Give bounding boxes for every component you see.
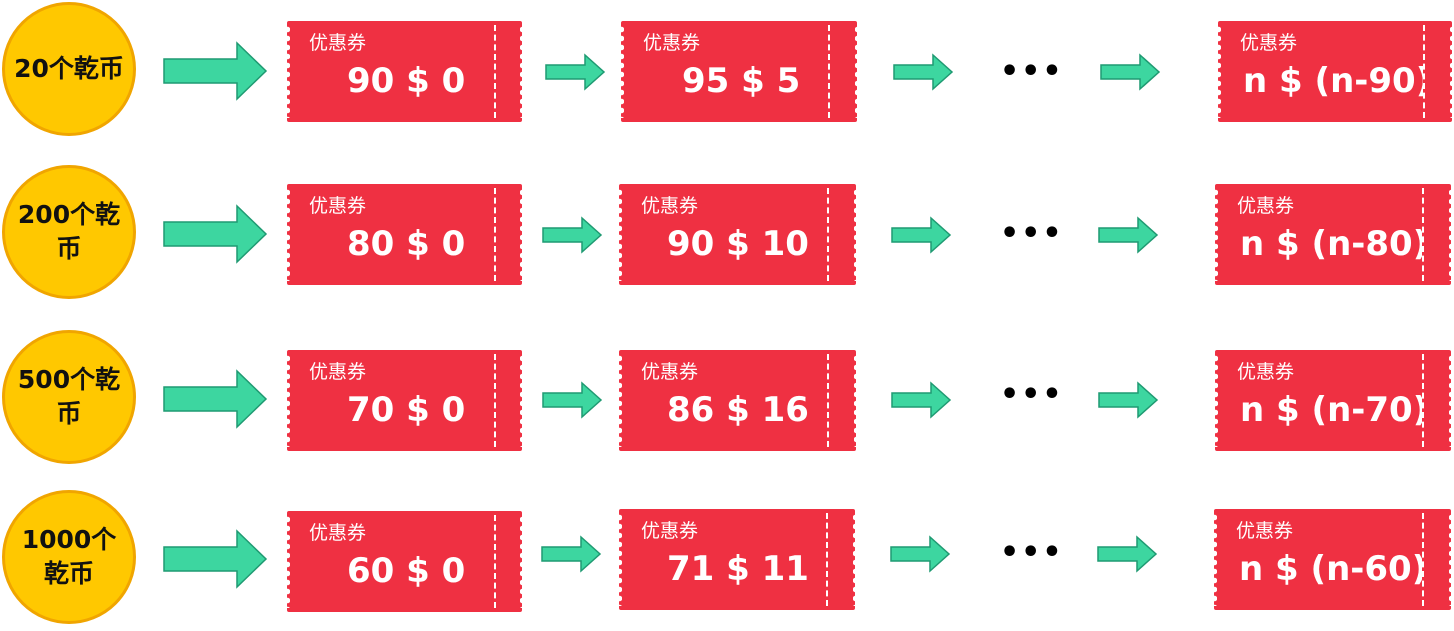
coupon-value: n $ (n-90)	[1243, 61, 1423, 101]
coupon-value: 70 $ 0	[347, 390, 466, 430]
small-arrow-icon	[542, 216, 603, 254]
small-arrow-icon	[545, 53, 606, 91]
coin-label: 200个乾币	[17, 200, 121, 263]
coupon-card: 优惠券 n $ (n-70)	[1212, 350, 1454, 451]
coupon-stub-divider	[1422, 513, 1424, 606]
coupon-title: 优惠券	[1237, 361, 1295, 383]
coupon-value: 86 $ 16	[667, 390, 809, 430]
coupon-card: 优惠券 71 $ 11	[616, 509, 858, 610]
coupon-title: 优惠券	[641, 195, 699, 217]
coupon-value: 71 $ 11	[667, 549, 809, 589]
ellipsis-dots: •••	[1000, 216, 1064, 251]
coupon-title: 优惠券	[641, 361, 699, 383]
coupon-stub-divider	[494, 188, 496, 281]
coupon-card: 优惠券 70 $ 0	[284, 350, 525, 451]
exchange-row-4: 1000个乾币 优惠券 60 $ 0 优惠券 71 $ 11 ••• 优惠券 n…	[0, 488, 1454, 628]
small-arrow-icon	[891, 216, 952, 254]
coupon-stub-divider	[1422, 354, 1424, 447]
small-arrow-icon	[1100, 53, 1161, 91]
exchange-row-2: 200个乾币 优惠券 80 $ 0 优惠券 90 $ 10 ••• 优惠券 n …	[0, 163, 1454, 303]
big-arrow-icon	[163, 41, 268, 101]
small-arrow-icon	[893, 53, 954, 91]
coupon-title: 优惠券	[641, 520, 699, 542]
coupon-stub-divider	[494, 25, 496, 118]
coupon-title: 优惠券	[309, 522, 367, 544]
coin-badge: 20个乾币	[2, 2, 136, 136]
coupon-card: 优惠券 90 $ 10	[616, 184, 859, 285]
coupon-stub-divider	[494, 515, 496, 608]
coin-badge: 200个乾币	[2, 165, 136, 299]
coin-label: 500个乾币	[17, 365, 121, 428]
small-arrow-icon	[542, 381, 603, 419]
coupon-stub-divider	[1422, 188, 1424, 281]
ellipsis-dots: •••	[1000, 535, 1064, 570]
coupon-stub-divider	[494, 354, 496, 447]
big-arrow-icon	[163, 369, 268, 429]
coupon-value: 90 $ 10	[667, 224, 809, 264]
coupon-card: 优惠券 90 $ 0	[284, 21, 525, 122]
coupon-card: 优惠券 60 $ 0	[284, 511, 525, 612]
small-arrow-icon	[890, 535, 951, 573]
coupon-value: n $ (n-60)	[1239, 549, 1422, 589]
exchange-row-1: 20个乾币 优惠券 90 $ 0 优惠券 95 $ 5 ••• 优惠券 n $ …	[0, 0, 1454, 140]
coupon-stub-divider	[826, 513, 828, 606]
coupon-title: 优惠券	[643, 32, 701, 54]
coin-badge: 500个乾币	[2, 330, 136, 464]
coupon-card: 优惠券 80 $ 0	[284, 184, 525, 285]
coupon-title: 优惠券	[309, 195, 367, 217]
coupon-value: n $ (n-70)	[1240, 390, 1422, 430]
coupon-card: 优惠券 95 $ 5	[618, 21, 860, 122]
coin-label: 20个乾币	[14, 54, 124, 83]
coupon-title: 优惠券	[1236, 520, 1294, 542]
big-arrow-icon	[163, 204, 268, 264]
coupon-stub-divider	[827, 354, 829, 447]
coin-badge: 1000个乾币	[2, 490, 136, 624]
small-arrow-icon	[541, 535, 602, 573]
coupon-value: 95 $ 5	[682, 61, 801, 101]
coin-label: 1000个乾币	[21, 525, 117, 588]
coupon-title: 优惠券	[1240, 32, 1298, 54]
ellipsis-dots: •••	[1000, 54, 1064, 89]
small-arrow-icon	[1098, 216, 1159, 254]
coupon-value: 80 $ 0	[347, 224, 466, 264]
small-arrow-icon	[891, 381, 952, 419]
coupon-stub-divider	[828, 25, 830, 118]
coupon-value: n $ (n-80)	[1240, 224, 1422, 264]
coupon-title: 优惠券	[1237, 195, 1295, 217]
coupon-card: 优惠券 n $ (n-80)	[1212, 184, 1454, 285]
big-arrow-icon	[163, 529, 268, 589]
coupon-title: 优惠券	[309, 361, 367, 383]
ellipsis-dots: •••	[1000, 377, 1064, 412]
coupon-card: 优惠券 86 $ 16	[616, 350, 859, 451]
coupon-value: 60 $ 0	[347, 551, 466, 591]
coupon-title: 优惠券	[309, 32, 367, 54]
coupon-stub-divider	[1423, 25, 1425, 118]
coupon-stub-divider	[827, 188, 829, 281]
exchange-row-3: 500个乾币 优惠券 70 $ 0 优惠券 86 $ 16 ••• 优惠券 n …	[0, 328, 1454, 468]
coupon-card: 优惠券 n $ (n-90)	[1215, 21, 1454, 122]
small-arrow-icon	[1098, 381, 1159, 419]
coupon-card: 优惠券 n $ (n-60)	[1211, 509, 1454, 610]
small-arrow-icon	[1097, 535, 1158, 573]
coupon-value: 90 $ 0	[347, 61, 466, 101]
